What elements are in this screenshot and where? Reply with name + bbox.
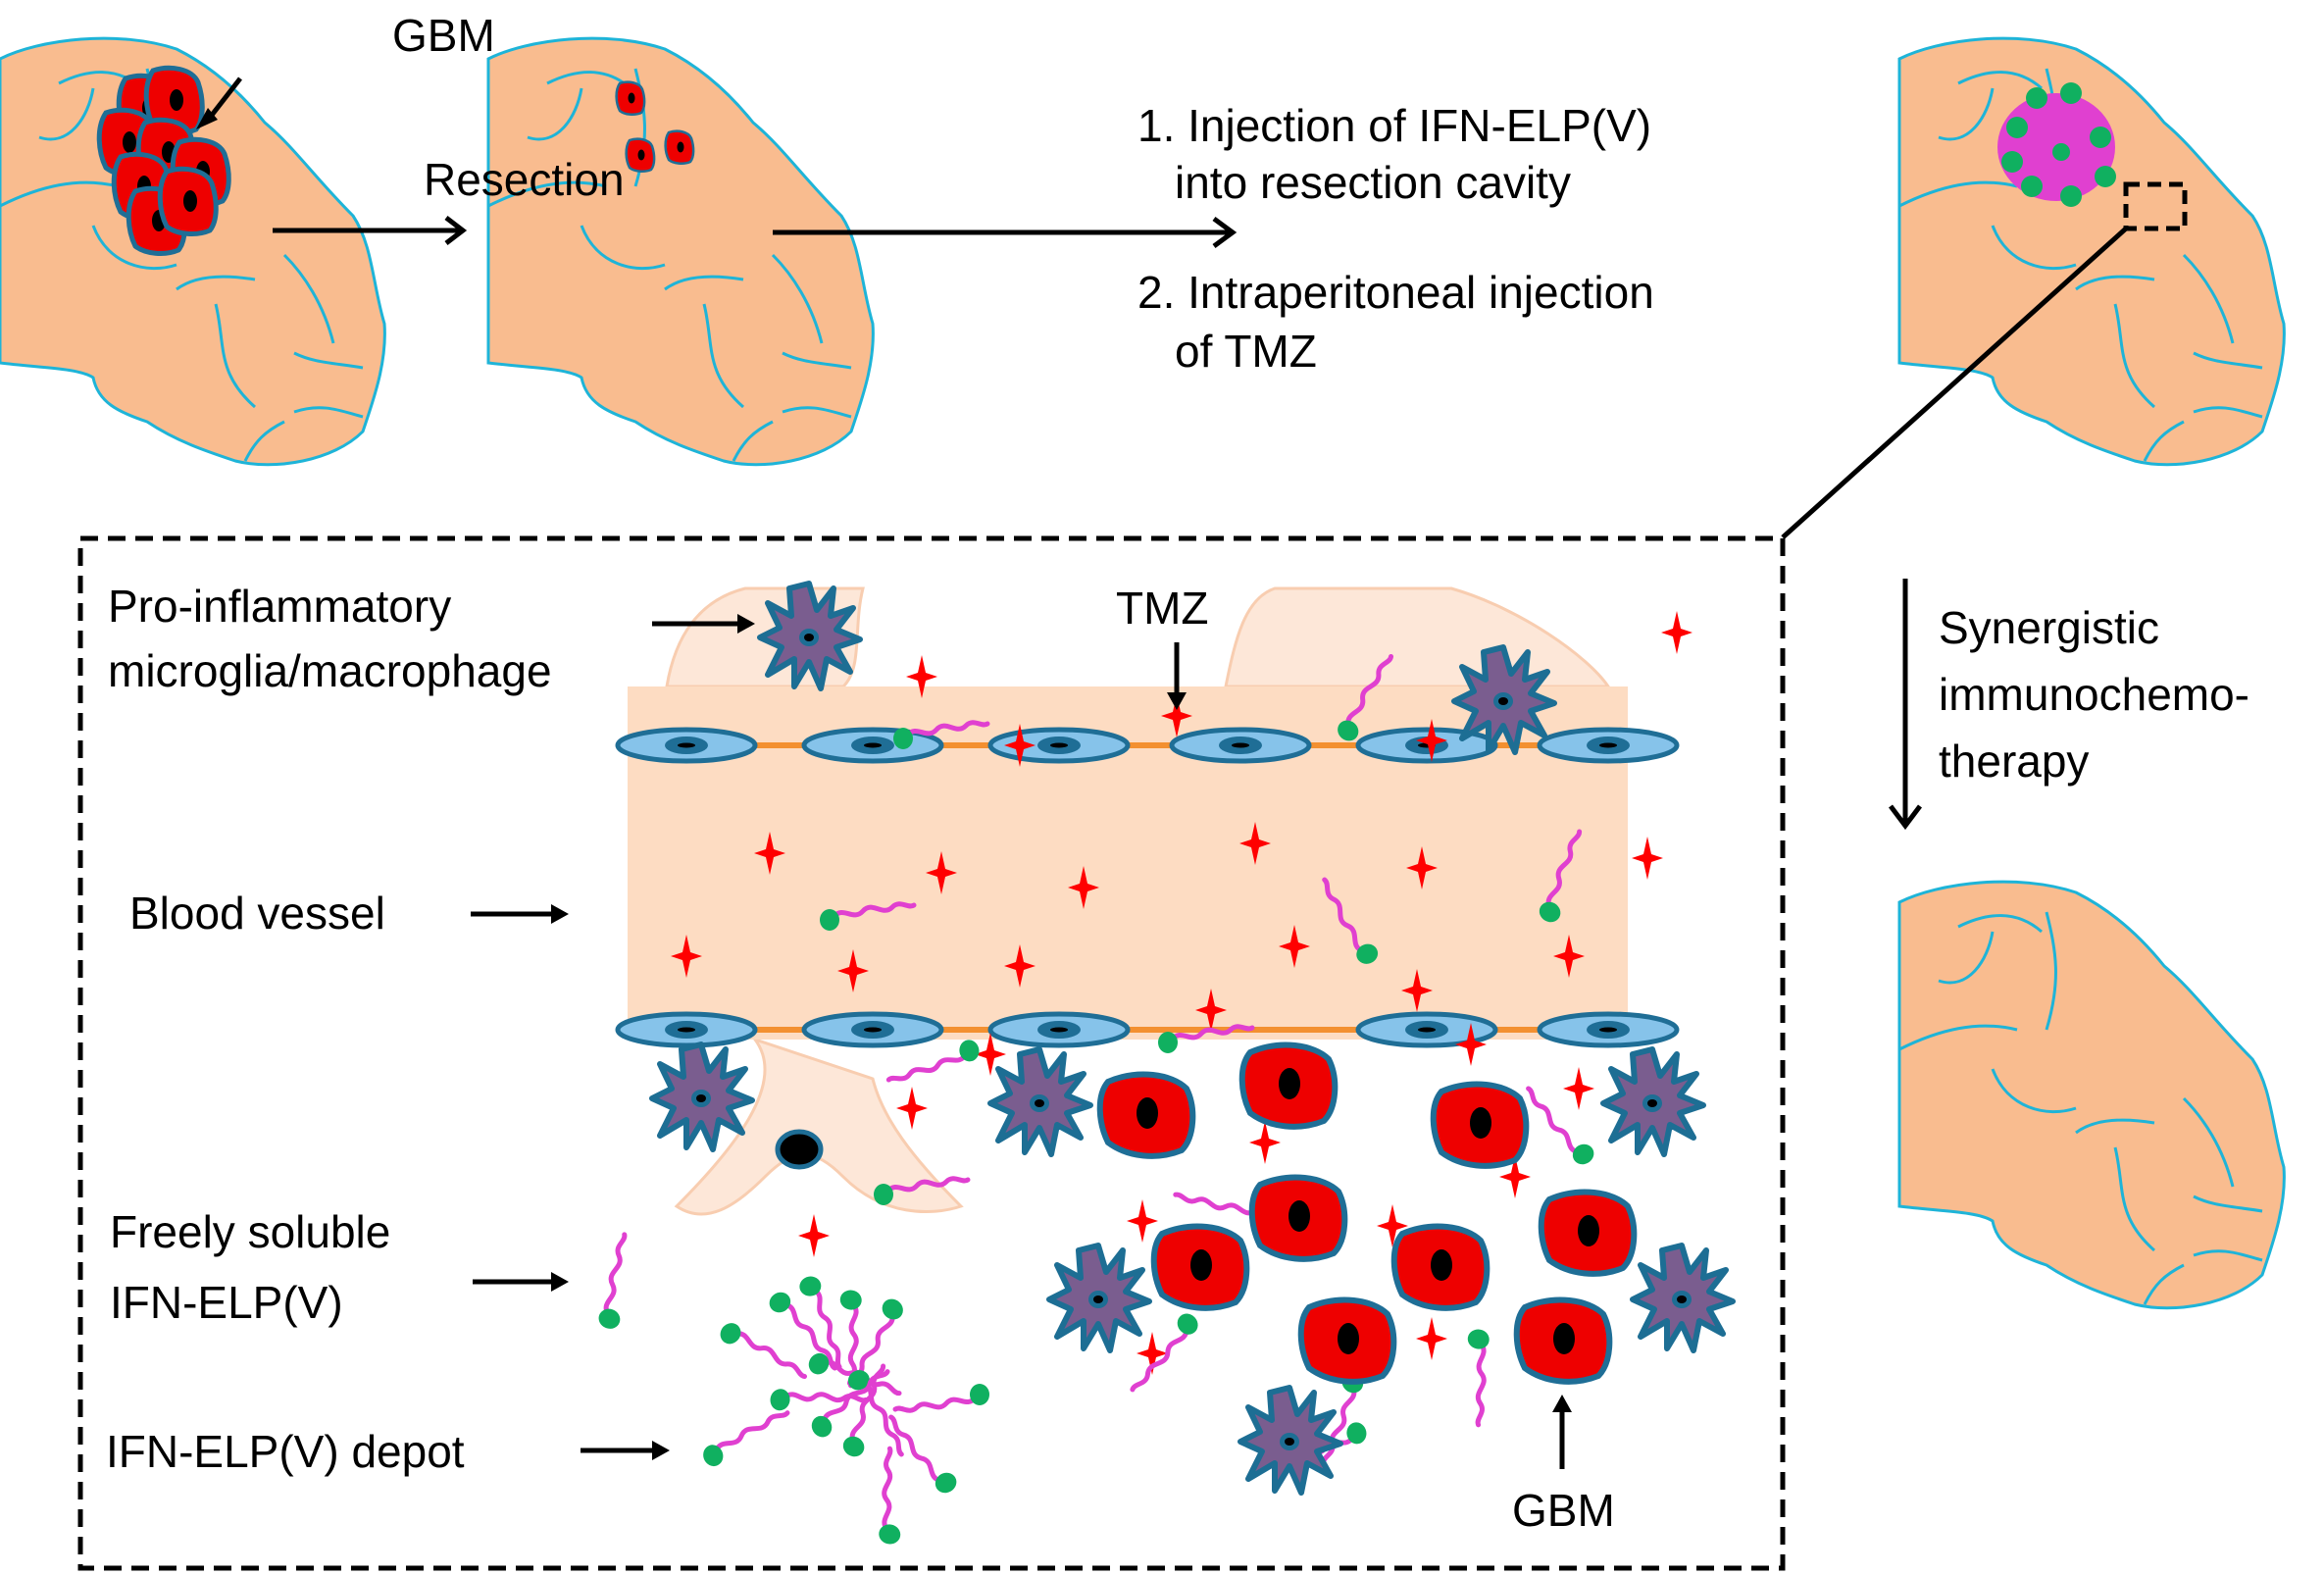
label-arrows — [471, 614, 1572, 1469]
brain-treated — [1897, 880, 2286, 1310]
gbm-cells — [1100, 1045, 1635, 1382]
inset-frame — [77, 535, 1786, 1571]
gbm-label-top: GBM — [392, 10, 495, 61]
inset-connector-line — [1781, 227, 2128, 539]
soluble-label-line2: IFN-ELP(V) — [110, 1277, 343, 1328]
therapy-line3: therapy — [1939, 736, 2090, 787]
ifn-elp-depot — [698, 1274, 989, 1546]
microglia-label-line2: microglia/macrophage — [108, 645, 552, 696]
resection-label: Resection — [424, 154, 625, 205]
gbm-label-inset: GBM — [1512, 1485, 1615, 1536]
inset-source-box — [2123, 181, 2188, 231]
depot-label: IFN-ELP(V) depot — [106, 1426, 465, 1477]
therapy-line2: immunochemo- — [1939, 669, 2249, 720]
therapy-line1: Synergistic — [1939, 602, 2159, 653]
step2-line1: 2. Intraperitoneal injection — [1137, 267, 1654, 318]
tmz-label: TMZ — [1116, 583, 1209, 634]
brain-after-resection — [486, 36, 875, 467]
microglia-label-line1: Pro-inflammatory — [108, 581, 452, 632]
step1-line1: 1. Injection of IFN-ELP(V) — [1137, 100, 1652, 151]
soluble-label-line1: Freely soluble — [110, 1206, 391, 1257]
blood-vessel-label: Blood vessel — [129, 888, 385, 939]
astrocyte-nucleus — [775, 1129, 824, 1170]
brain-with-tumor — [0, 36, 386, 467]
vessel-wall-top — [618, 730, 1677, 761]
step2-line2: of TMZ — [1175, 326, 1317, 377]
vessel-wall-bottom — [618, 1014, 1677, 1045]
brain-with-depot — [1897, 36, 2286, 467]
depot-cluster — [1997, 82, 2116, 207]
step1-line2: into resection cavity — [1175, 157, 1571, 208]
